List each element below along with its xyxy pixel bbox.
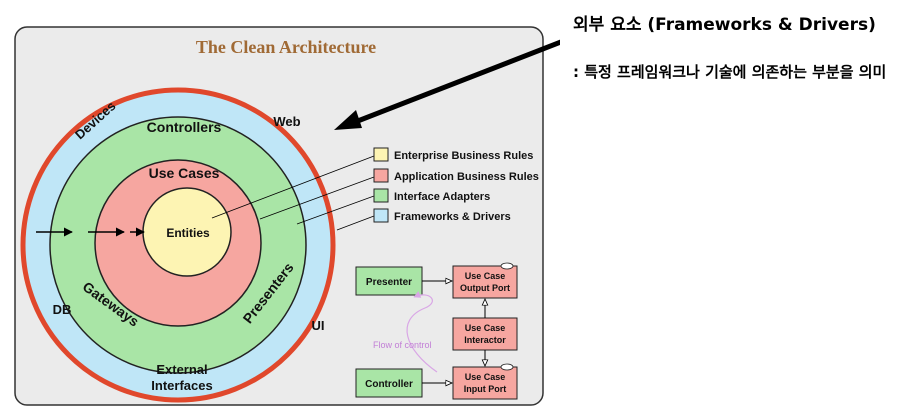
legend-pointer-lines bbox=[211, 155, 375, 231]
annotation-title: 외부 요소 (Frameworks & Drivers) bbox=[573, 15, 876, 35]
label-use-cases: Use Cases bbox=[149, 165, 220, 181]
legend-swatch-frameworks bbox=[373, 208, 389, 223]
label-entities: Entities bbox=[166, 226, 210, 240]
flow-of-control-curve bbox=[406, 291, 438, 373]
interactor-label: Use Case bbox=[465, 323, 506, 333]
legend-swatch-enterprise bbox=[373, 147, 389, 162]
legend-label: Frameworks & Drivers bbox=[394, 211, 511, 223]
label-web: Web bbox=[273, 114, 300, 129]
label-db: DB bbox=[53, 302, 72, 317]
diagram-title: The Clean Architecture bbox=[196, 37, 376, 57]
output-port-label: Use Case bbox=[465, 271, 506, 281]
annotation-description: : 특정 프레임워크나 기술에 의존하는 부분을 의미 bbox=[573, 63, 887, 81]
controller-label: Controller bbox=[365, 379, 413, 390]
annotation-pointer-arrow bbox=[334, 39, 560, 130]
input-port-label: Use Case bbox=[465, 372, 506, 382]
legend-swatch-application bbox=[373, 168, 389, 183]
controller-box bbox=[355, 368, 423, 398]
label-controllers: Controllers bbox=[147, 119, 222, 135]
input-port-box bbox=[452, 366, 518, 400]
flow-of-control-diagram: Presenter Use Case Output Port Use Case … bbox=[355, 262, 518, 400]
presenter-box bbox=[355, 266, 423, 296]
label-external: External bbox=[156, 362, 207, 377]
label-interfaces: Interfaces bbox=[151, 378, 212, 393]
interface-marker-icon bbox=[500, 363, 514, 371]
legend-label: Application Business Rules bbox=[394, 171, 539, 183]
legend: Enterprise Business Rules Application Bu… bbox=[373, 147, 539, 223]
interface-marker-icon bbox=[500, 262, 514, 270]
interactor-label: Interactor bbox=[464, 335, 506, 345]
interactor-box bbox=[452, 317, 518, 351]
legend-label: Interface Adapters bbox=[394, 191, 490, 203]
presenter-label: Presenter bbox=[366, 277, 412, 288]
legend-label: Enterprise Business Rules bbox=[394, 150, 533, 162]
label-ui: UI bbox=[312, 318, 325, 333]
input-port-label: Input Port bbox=[464, 384, 507, 394]
legend-swatch-adapters bbox=[373, 188, 389, 203]
output-port-label: Output Port bbox=[460, 283, 510, 293]
clean-architecture-diagram: The Clean Architecture Devices Web UI DB… bbox=[14, 26, 560, 406]
output-port-box bbox=[452, 265, 518, 299]
flow-of-control-label: Flow of control bbox=[373, 340, 432, 350]
